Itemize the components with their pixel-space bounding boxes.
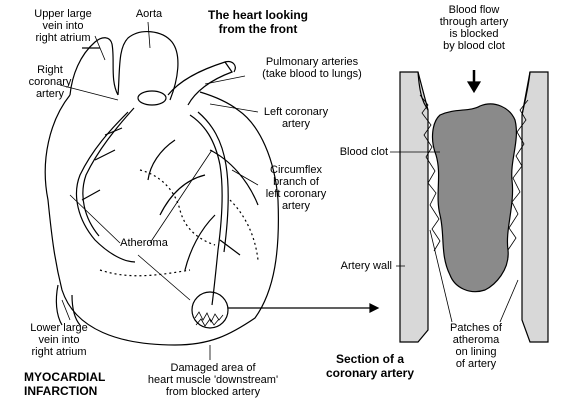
label-atheroma: Atheroma bbox=[120, 237, 168, 249]
blood-clot bbox=[431, 103, 517, 293]
artery-wall-left bbox=[399, 71, 429, 343]
label-blood-clot: Blood clot bbox=[339, 146, 388, 158]
aorta bbox=[117, 31, 179, 101]
upper-vein bbox=[69, 37, 119, 96]
lower-vein bbox=[55, 284, 81, 326]
artery-wall-right bbox=[521, 71, 549, 343]
right-coronary-artery bbox=[75, 111, 136, 263]
heart-outline bbox=[44, 91, 279, 346]
atheroma-patches bbox=[419, 94, 529, 252]
label-artery-wall: Artery wall bbox=[340, 260, 392, 272]
damaged-area bbox=[191, 291, 229, 329]
label-pulmonary: Pulmonary arteries(take blood to lungs) bbox=[262, 56, 362, 80]
left-coronary-artery bbox=[189, 114, 223, 306]
label-aorta: Aorta bbox=[135, 8, 163, 20]
